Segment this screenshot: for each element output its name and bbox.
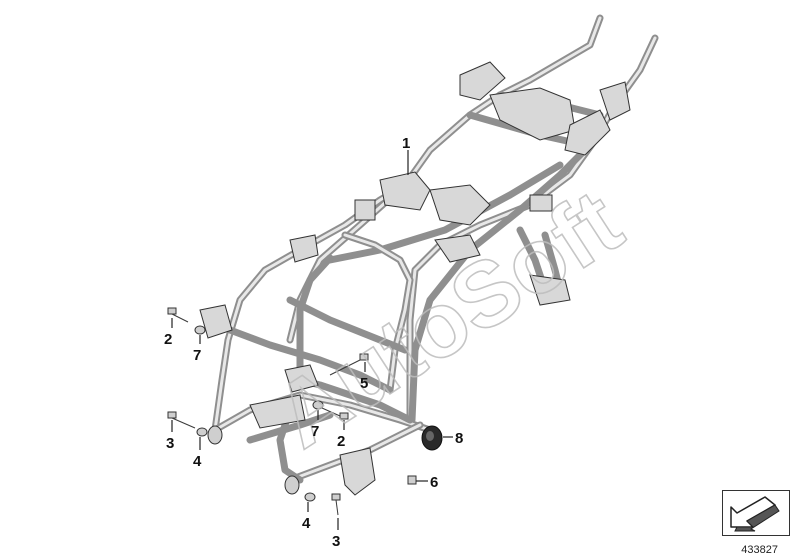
callout-2-upper: 2 [164,331,172,348]
callout-7-upper: 7 [193,347,201,364]
fasteners [167,307,443,516]
callout-3-lower: 3 [332,533,340,550]
callouts: 1 2 7 5 3 4 7 2 8 6 4 3 [164,135,463,550]
callout-1: 1 [402,135,410,152]
callout-2-lower: 2 [337,433,345,450]
washer-7-upper [194,325,206,335]
bolt-5 [329,353,369,376]
washer-4-lower [304,492,316,502]
reference-number: 433827 [741,544,778,556]
callout-6: 6 [430,474,438,491]
washer-7-lower [312,400,324,410]
washer-4-left [196,427,208,437]
bolt-3-left [167,411,196,429]
bolt-2-lower [321,407,349,420]
bolt-3-lower [331,493,341,516]
callout-8: 8 [455,430,463,447]
callout-4-lower: 4 [302,515,311,532]
callout-4-left: 4 [193,453,202,470]
callout-7-lower: 7 [311,423,319,440]
leader-lines [171,150,453,530]
nut-6 [407,475,417,485]
brackets [199,61,631,496]
callout-3-left: 3 [166,435,174,452]
navigate-back-button[interactable] [722,490,790,536]
bolt-2-upper [167,307,189,323]
arrow-down-left-icon [730,496,780,532]
callout-5: 5 [360,375,368,392]
